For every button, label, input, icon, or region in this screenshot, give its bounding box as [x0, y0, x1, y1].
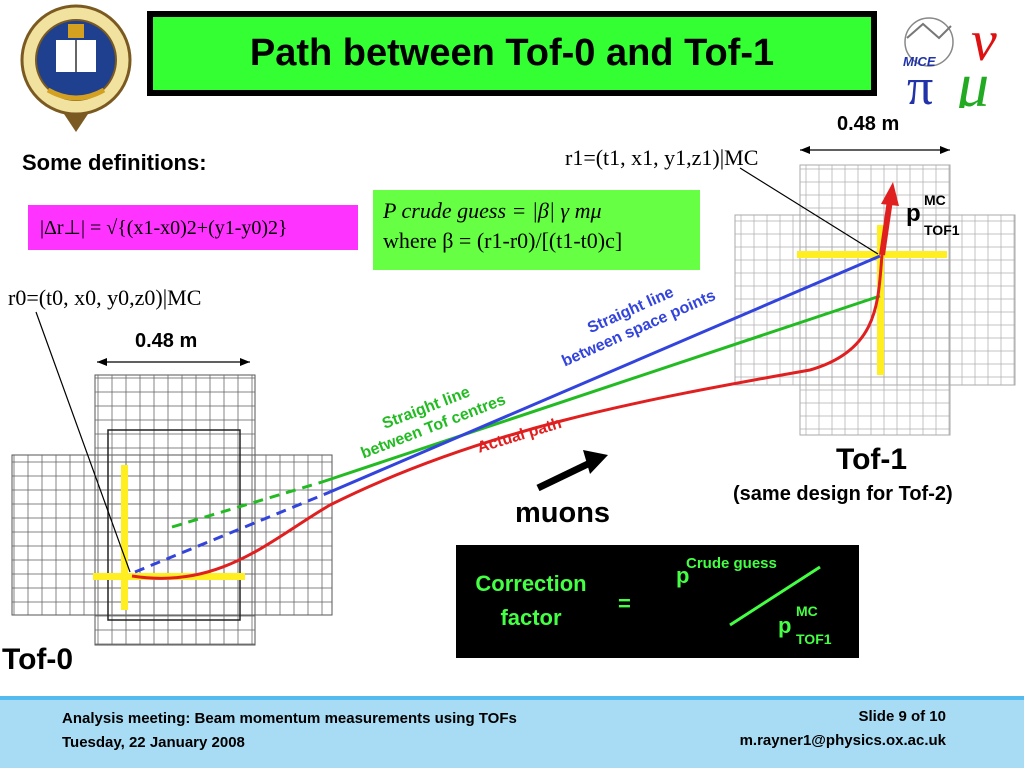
tof0-yellow-cross — [93, 465, 245, 610]
p-mc-tof1-sub: TOF1 — [924, 222, 960, 238]
straight-line-space-points-solid — [329, 254, 881, 494]
straight-line-centres — [171, 480, 323, 529]
correction-label-2: factor — [500, 605, 562, 630]
actual-path — [131, 254, 884, 580]
tof0-name: Tof-0 — [2, 643, 74, 676]
slide-footer: Analysis meeting: Beam momentum measurem… — [0, 700, 1024, 768]
r0-label: r0=(t0, x0, y0,z0)|MC — [8, 285, 202, 310]
correction-denominator-sup: MC — [796, 603, 818, 619]
correction-equals: = — [618, 591, 631, 616]
mice-logo: ν π μ MICE — [893, 8, 1017, 120]
muons-arrow — [536, 458, 594, 492]
tof1-detector — [734, 164, 1016, 436]
momentum-arrow — [879, 199, 893, 256]
straight-line-centres-solid — [321, 294, 881, 484]
correction-factor-box: Correction factor = p Crude guess p MC T… — [456, 545, 859, 658]
tof1-yellow-cross — [797, 225, 947, 375]
tof-path-diagram — [11, 146, 1016, 646]
correction-numerator-sup: Crude guess — [686, 555, 777, 572]
delta-r-formula: |Δr⊥| = √{(x1-x0)2+(y1-y0)2} — [28, 205, 358, 250]
svg-text:π: π — [907, 59, 933, 108]
definitions-heading: Some definitions: — [22, 150, 207, 175]
p-mc-tof1-sup: MC — [924, 192, 946, 208]
mice-logo-text: MICE — [903, 54, 936, 69]
footer-slide-number: Slide 9 of 10 — [858, 708, 946, 725]
oxford-crest-logo — [18, 2, 134, 134]
crude-guess-line2: where β = (r1-r0)/[(t1-t0)c] — [383, 228, 623, 253]
correction-denominator-sub: TOF1 — [796, 631, 832, 647]
correction-label-1: Correction — [475, 571, 587, 596]
tof1-name: Tof-1 — [836, 443, 908, 476]
momentum-arrow-head — [881, 182, 899, 206]
delta-r-formula-text: |Δr⊥| = √{(x1-x0)2+(y1-y0)2} — [40, 217, 288, 239]
dim-arrow-tof0 — [97, 358, 250, 366]
crude-guess-box: P crude guess = |β| γ mμ where β = (r1-r… — [373, 190, 700, 270]
straight-line-space-points — [134, 490, 331, 574]
r1-pointer — [739, 167, 879, 255]
dim-label-tof1: 0.48 m — [837, 113, 900, 135]
muons-arrow-head — [583, 450, 608, 474]
p-mc-tof1-label: p MC TOF1 — [906, 192, 976, 242]
footer-meeting: Analysis meeting: Beam momentum measurem… — [62, 710, 517, 727]
p-mc-tof1-p: p — [906, 200, 921, 227]
footer-email: m.rayner1@physics.ox.ac.uk — [739, 732, 946, 749]
footer-date: Tuesday, 22 January 2008 — [62, 734, 245, 751]
slide-title: Path between Tof-0 and Tof-1 — [249, 32, 775, 74]
dim-label-tof0: 0.48 m — [135, 330, 198, 352]
correction-denominator-p: p — [778, 613, 792, 638]
footer-divider — [0, 696, 1024, 700]
title-banner: Path between Tof-0 and Tof-1 — [147, 11, 877, 96]
crude-guess-line1: P crude guess = |β| γ mμ — [383, 198, 602, 223]
r0-pointer — [35, 311, 131, 573]
svg-text:ν: ν — [971, 8, 997, 73]
correction-fraction-slash — [729, 565, 821, 627]
tof1-note: (same design for Tof-2) — [733, 483, 953, 505]
dim-arrow-tof1 — [800, 146, 950, 154]
muons-label: muons — [515, 497, 611, 529]
correction-numerator-p: p — [676, 563, 690, 588]
r1-label: r1=(t1, x1, y1,z1)|MC — [565, 145, 759, 170]
